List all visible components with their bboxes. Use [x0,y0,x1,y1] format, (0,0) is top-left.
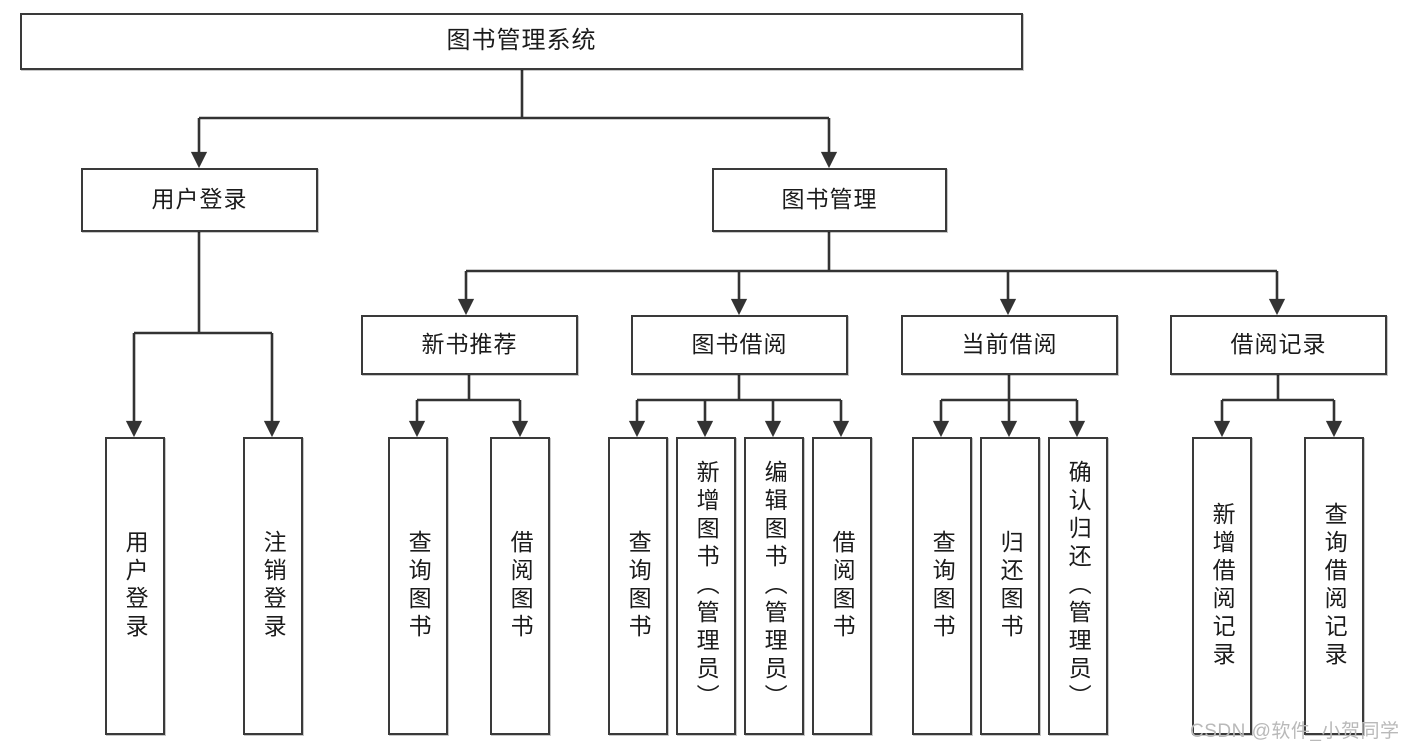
node-label: 归还图书 [997,530,1024,642]
node-label: 注销登录 [260,530,287,642]
node-leaf-user-login[interactable]: 用户登录 [105,437,165,735]
node-label: 查询借阅记录 [1321,502,1348,670]
node-book-manage[interactable]: 图书管理 [712,168,947,232]
node-label: 借阅图书 [829,530,856,642]
node-label: 新书推荐 [421,331,518,358]
node-label: 查询图书 [929,530,956,642]
node-leaf-query-book-1[interactable]: 查询图书 [388,437,448,735]
node-label: 用户登录 [122,530,149,642]
node-user-login[interactable]: 用户登录 [81,168,318,232]
node-label: 确认归还（管理员） [1065,460,1092,712]
node-label: 新增借阅记录 [1209,502,1236,670]
node-label: 借阅图书 [507,530,534,642]
node-leaf-logout-login[interactable]: 注销登录 [243,437,303,735]
node-label: 新增图书（管理员） [693,460,720,712]
node-label: 用户登录 [151,186,248,213]
node-leaf-borrow-book-2[interactable]: 借阅图书 [812,437,872,735]
node-current-borrow[interactable]: 当前借阅 [901,315,1118,375]
node-leaf-query-book-2[interactable]: 查询图书 [608,437,668,735]
node-label: 查询图书 [405,530,432,642]
node-new-book-recommend[interactable]: 新书推荐 [361,315,578,375]
node-label: 图书管理系统 [446,27,597,55]
node-root-system[interactable]: 图书管理系统 [20,13,1023,70]
node-book-borrow[interactable]: 图书借阅 [631,315,848,375]
node-leaf-confirm-return-admin[interactable]: 确认归还（管理员） [1048,437,1108,735]
node-label: 查询图书 [625,530,652,642]
node-leaf-edit-book-admin[interactable]: 编辑图书（管理员） [744,437,804,735]
node-leaf-add-book-admin[interactable]: 新增图书（管理员） [676,437,736,735]
csdn-watermark: CSDN @软件_小贺同学 [1190,721,1400,742]
node-label: 图书借阅 [691,331,788,358]
node-label: 借阅记录 [1230,331,1327,358]
node-leaf-add-borrow-record[interactable]: 新增借阅记录 [1192,437,1252,735]
node-borrow-record[interactable]: 借阅记录 [1170,315,1387,375]
node-label: 编辑图书（管理员） [761,460,788,712]
node-leaf-return-book[interactable]: 归还图书 [980,437,1040,735]
node-leaf-query-book-3[interactable]: 查询图书 [912,437,972,735]
node-label: 当前借阅 [961,331,1058,358]
node-leaf-borrow-book-1[interactable]: 借阅图书 [490,437,550,735]
node-label: 图书管理 [781,186,878,213]
node-leaf-query-borrow-record[interactable]: 查询借阅记录 [1304,437,1364,735]
